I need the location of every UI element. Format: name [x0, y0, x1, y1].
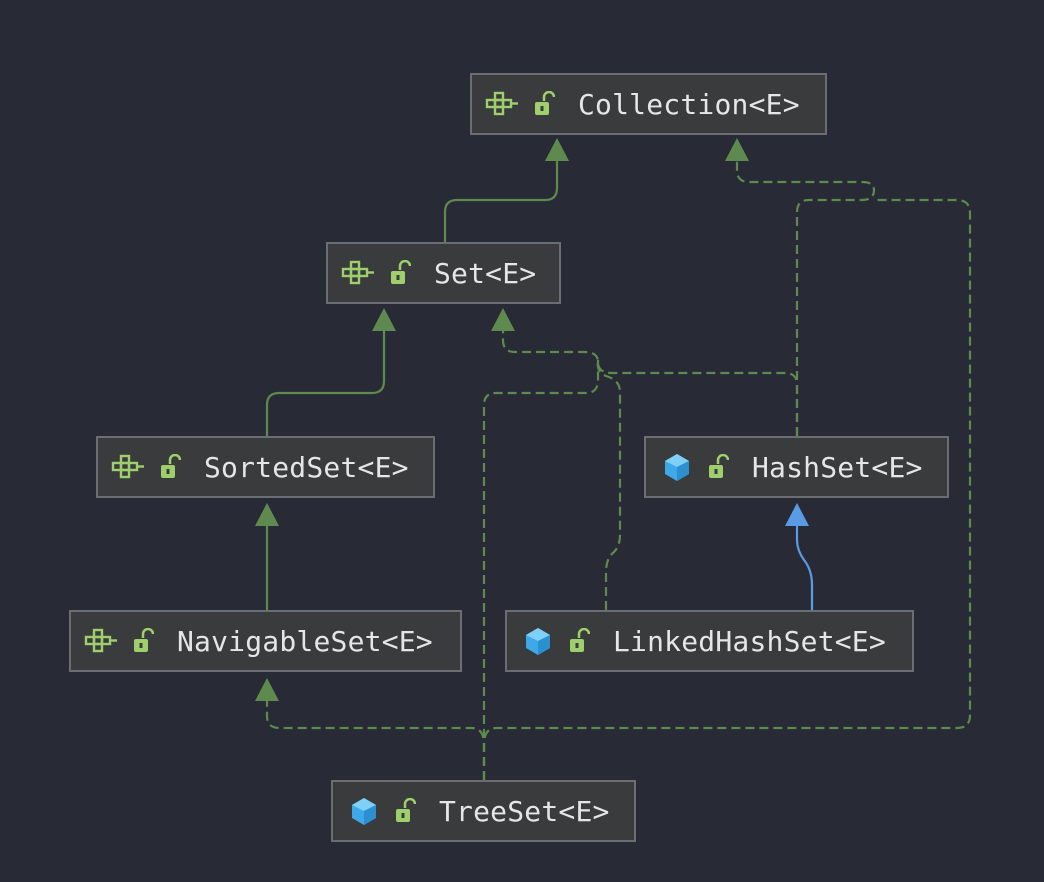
arrowhead-icon [785, 503, 809, 526]
node-collection[interactable]: Collection<E> [470, 73, 827, 135]
edge-treeset-to-collection [482, 198, 972, 780]
node-label: HashSet<E> [752, 450, 923, 484]
edge-linkedhashset-to-hashset [785, 503, 814, 610]
edge-treeset-to-set [482, 360, 600, 780]
edge-navigableset-to-sortedset [255, 503, 279, 610]
node-label: TreeSet<E> [439, 794, 610, 828]
node-label: NavigableSet<E> [177, 624, 433, 658]
public-lock-icon [388, 258, 412, 288]
arrowhead-icon [725, 138, 749, 161]
public-lock-icon [158, 452, 182, 482]
edge-linkedhashset-to-set [596, 359, 622, 610]
node-set[interactable]: Set<E> [326, 242, 561, 304]
node-hashset[interactable]: HashSet<E> [644, 436, 949, 498]
node-label: SortedSet<E> [204, 450, 409, 484]
node-treeset[interactable]: TreeSet<E> [331, 780, 636, 842]
edge-sortedset-to-set [265, 308, 396, 436]
interface-icon [110, 452, 148, 482]
node-linkedhashset[interactable]: LinkedHashSet<E> [505, 610, 914, 672]
node-label: Set<E> [434, 256, 537, 290]
node-label: LinkedHashSet<E> [613, 624, 886, 658]
arrowhead-icon [255, 503, 279, 526]
public-lock-icon [393, 796, 417, 826]
node-navigableset[interactable]: NavigableSet<E> [69, 610, 462, 672]
class-icon [658, 452, 696, 482]
class-icon [345, 796, 383, 826]
edge-hashset-to-collection [725, 138, 876, 436]
public-lock-icon [131, 626, 155, 656]
interface-icon [340, 258, 378, 288]
edge-hashset-to-set [491, 308, 799, 436]
public-lock-icon [532, 89, 556, 119]
class-icon [519, 626, 557, 656]
arrowhead-icon [545, 138, 569, 161]
interface-icon [83, 626, 121, 656]
node-sortedset[interactable]: SortedSet<E> [96, 436, 435, 498]
arrowhead-icon [491, 308, 515, 331]
public-lock-icon [706, 452, 730, 482]
interface-icon [484, 89, 522, 119]
edge-treeset-to-navigableset [255, 678, 486, 780]
arrowhead-icon [372, 308, 396, 331]
edge-set-to-collection [443, 138, 569, 242]
public-lock-icon [567, 626, 591, 656]
node-label: Collection<E> [578, 87, 800, 121]
arrowhead-icon [255, 678, 279, 701]
